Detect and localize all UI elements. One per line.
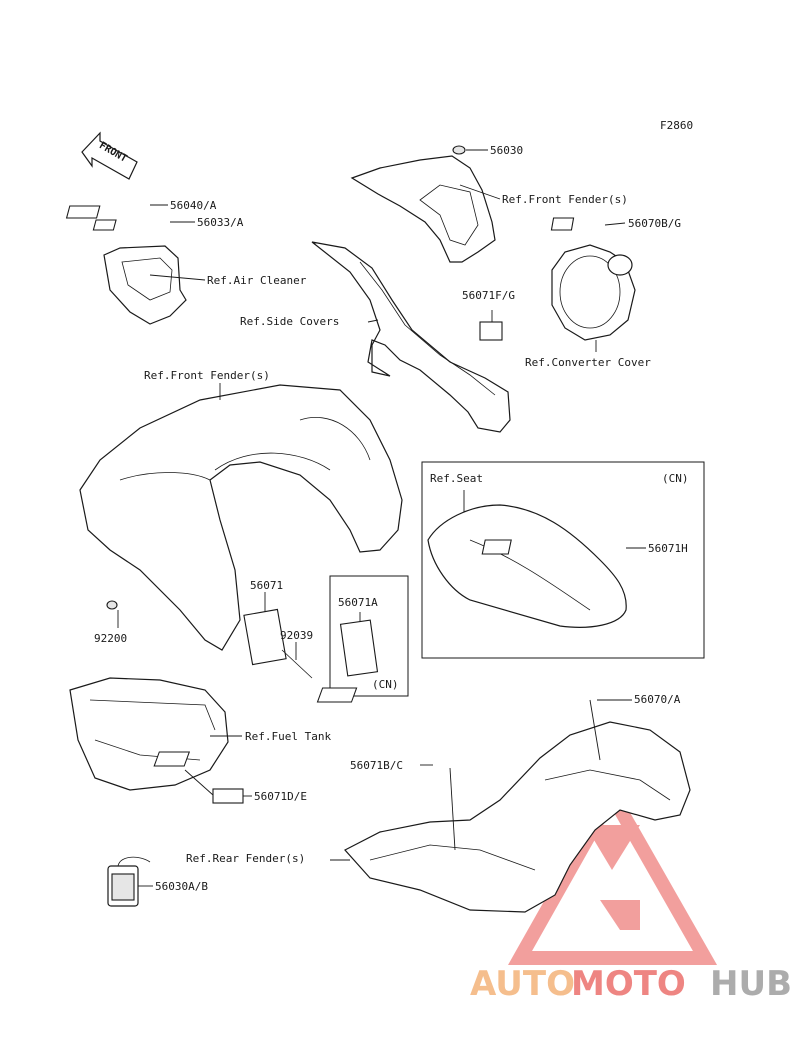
part-labels: 56030 Ref.Front Fender(s) 56040/A 56033/… (94, 144, 689, 893)
label-56071: 56071 (250, 579, 283, 592)
cn-variant-box (329, 575, 409, 697)
label-ref-seat: Ref.Seat (430, 472, 483, 485)
decal-56071-icon (243, 608, 287, 666)
watermark-text: AUTO MOTO HUB (470, 964, 792, 1004)
figure-code: F2860 (660, 119, 693, 132)
decal-56070bg-icon (550, 217, 575, 231)
label-ref-front-fender-main: Ref.Front Fender(s) (144, 369, 270, 382)
air-cleaner-part (65, 205, 187, 325)
decal-56071fg-icon (479, 321, 503, 341)
label-56070bg: 56070B/G (628, 217, 681, 230)
label-92200: 92200 (94, 632, 127, 645)
watermark-hub: HUB (710, 964, 792, 1004)
watermark-auto: AUTO (470, 964, 575, 1004)
label-56030ab: 56030A/B (155, 880, 208, 893)
clip-92200-icon (106, 600, 118, 610)
decal-56071bc-icon (153, 751, 191, 767)
fuel-tank-part (69, 677, 229, 791)
front-arrow-icon: FRONT (81, 131, 138, 180)
label-56071a: 56071A (338, 596, 378, 609)
tag-56030ab-icon (107, 856, 151, 907)
label-ref-side-covers: Ref.Side Covers (240, 315, 339, 328)
decal-56071a-icon (339, 619, 379, 677)
label-ref-fuel-tank: Ref.Fuel Tank (245, 730, 331, 743)
label-56071h: 56071H (648, 542, 688, 555)
label-56071de: 56071D/E (254, 790, 307, 803)
label-56033a: 56033/A (197, 216, 244, 229)
rear-fender-part (344, 721, 691, 913)
side-covers-part (311, 241, 511, 433)
label-56030: 56030 (490, 144, 523, 157)
label-ref-air-cleaner: Ref.Air Cleaner (207, 274, 307, 287)
front-fender-top-part (350, 145, 496, 263)
decal-56033a-icon (92, 219, 117, 231)
grommet-56030-icon (452, 145, 466, 155)
label-92039: 92039 (280, 629, 313, 642)
watermark-logo (508, 780, 718, 965)
watermark-moto: MOTO (571, 964, 686, 1004)
label-ref-rear-fender: Ref.Rear Fender(s) (186, 852, 305, 865)
label-ref-converter-cover: Ref.Converter Cover (525, 356, 651, 369)
seat-part (427, 504, 627, 628)
label-56071fg: 56071F/G (462, 289, 515, 302)
label-56071bc: 56071B/C (350, 759, 403, 772)
label-cn-box: (CN) (372, 678, 399, 691)
front-fender-main-part (79, 384, 403, 651)
leader-lines (117, 149, 646, 887)
seat-box (421, 461, 705, 659)
decal-56040a-icon (65, 205, 101, 219)
label-ref-front-fender-top: Ref.Front Fender(s) (502, 193, 628, 206)
decal-56071h-icon (481, 539, 512, 555)
label-56040a: 56040/A (170, 199, 217, 212)
decal-56071de-icon (212, 788, 244, 804)
label-56070a: 56070/A (634, 693, 681, 706)
decal-56070a-icon (316, 687, 358, 703)
label-cn-seat: (CN) (662, 472, 689, 485)
band-92039-icon (281, 649, 313, 679)
converter-cover-part (550, 217, 636, 341)
